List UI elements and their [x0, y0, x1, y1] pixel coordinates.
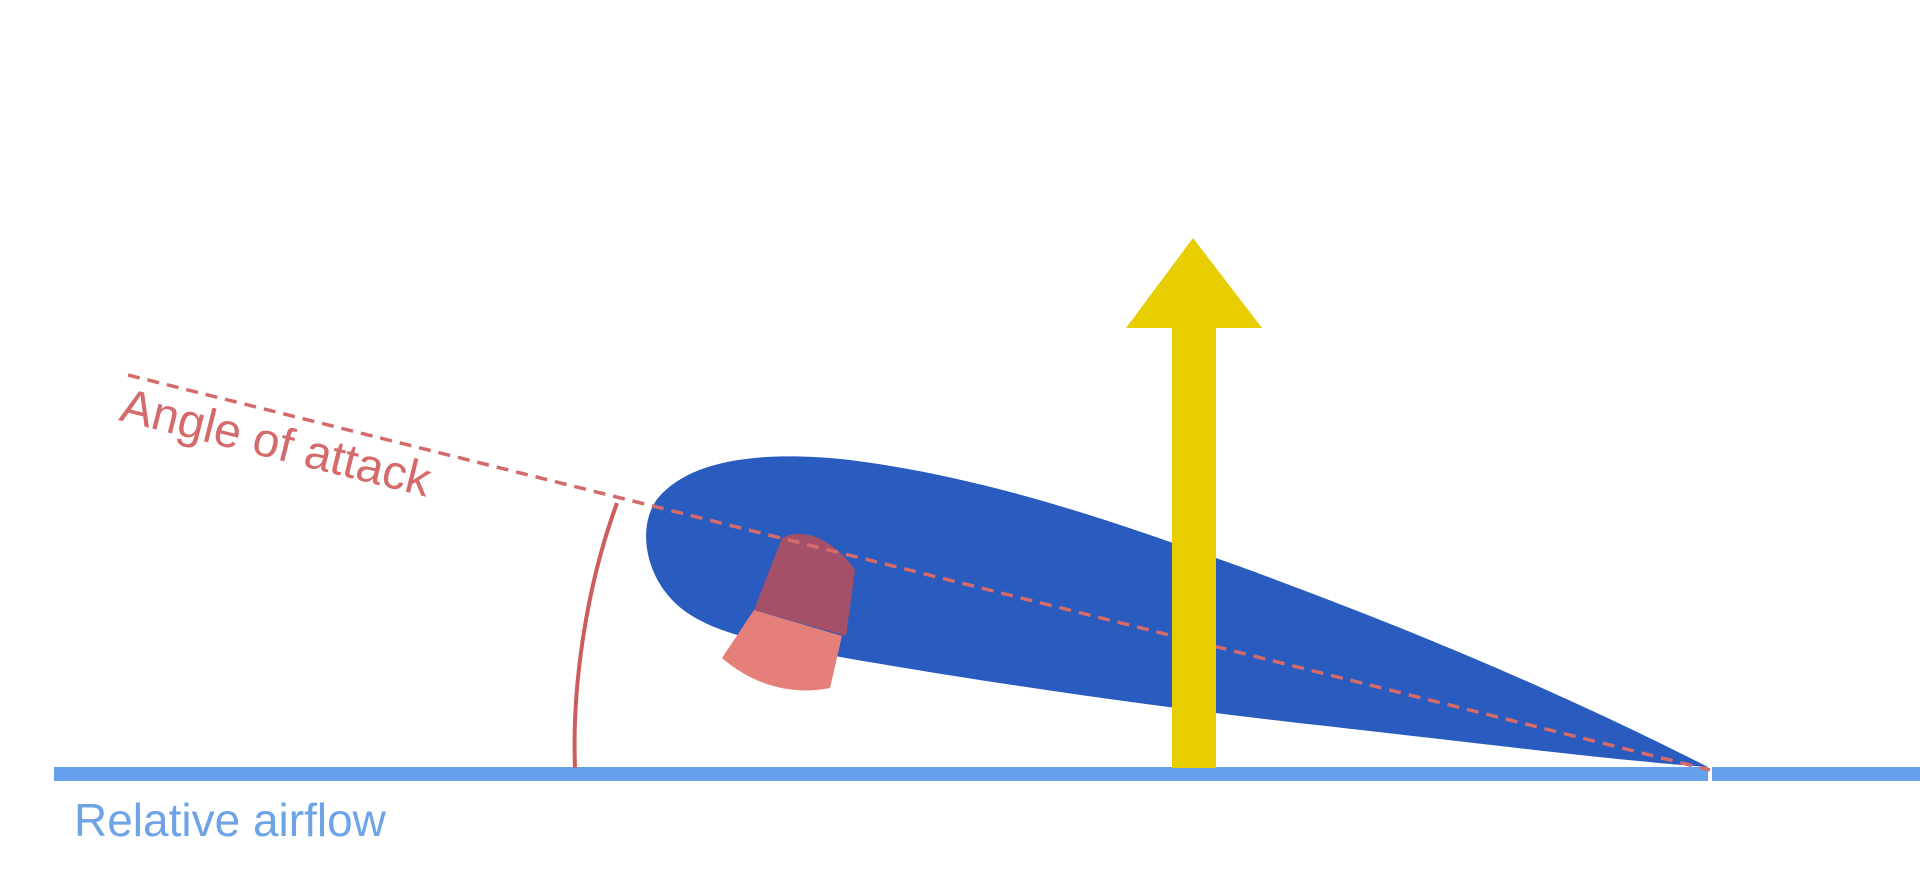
- angle-wedge: [722, 610, 842, 691]
- angle-wedge-overlap: [754, 533, 855, 636]
- relative-airflow-label: Relative airflow: [74, 794, 387, 846]
- lift-arrow-head: [1126, 238, 1262, 328]
- lift-arrow-shaft: [1172, 318, 1216, 768]
- chord-line: [127, 373, 1711, 772]
- up-arrow-icon: [1126, 238, 1262, 768]
- baseline-tick: [1708, 767, 1712, 781]
- angle-of-attack-label: Angle of attack: [115, 379, 437, 507]
- angle-arc: [572, 502, 619, 769]
